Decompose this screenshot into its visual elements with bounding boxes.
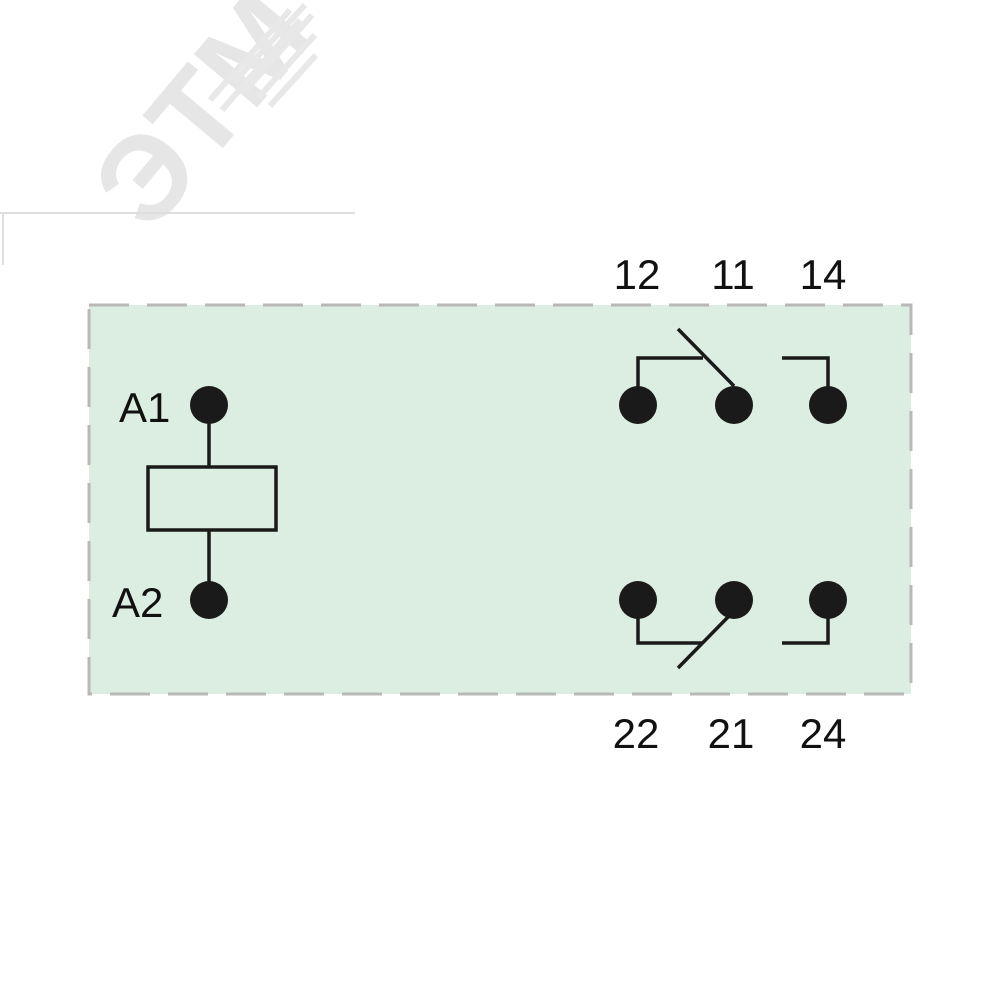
terminal-24 [809, 581, 847, 619]
relay-housing [87, 303, 913, 696]
terminal-12 [619, 386, 657, 424]
label-22: 22 [613, 710, 660, 757]
label-21: 21 [708, 710, 755, 757]
label-14: 14 [800, 251, 847, 298]
contact-11-switch [676, 327, 736, 388]
label-11: 11 [711, 251, 755, 298]
terminal-a2 [190, 581, 228, 619]
terminal-a1 [190, 386, 228, 424]
label-24: 24 [800, 710, 847, 757]
terminal-22 [619, 581, 657, 619]
terminal-11 [715, 386, 753, 424]
terminal-14 [809, 386, 847, 424]
terminal-21 [715, 581, 753, 619]
contact-21-switch [676, 615, 730, 670]
label-a1: A1 [119, 384, 170, 431]
label-a2: A2 [112, 579, 163, 626]
coil [146, 465, 278, 532]
etm-watermark-logo: ЭТМ [0, 0, 355, 265]
label-12: 12 [614, 251, 661, 298]
